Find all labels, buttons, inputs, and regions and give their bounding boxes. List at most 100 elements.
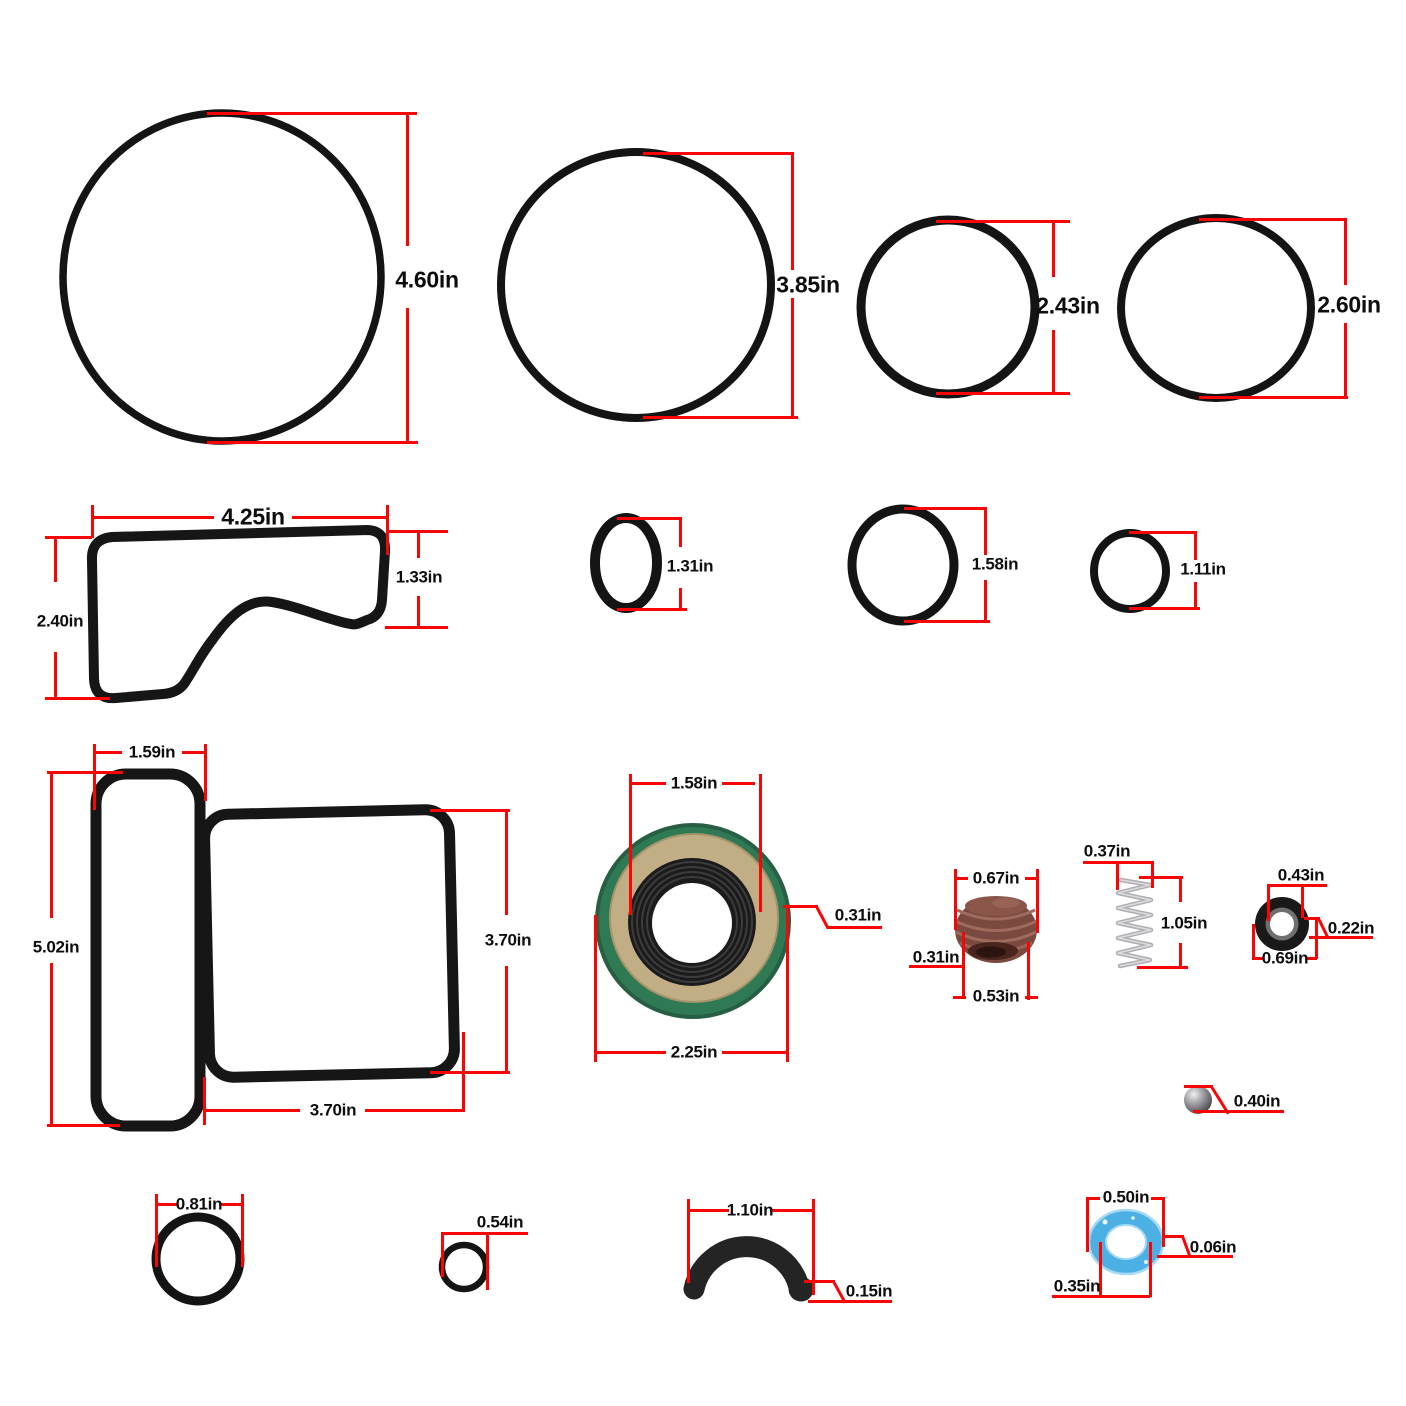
- dim-line: [1252, 924, 1255, 959]
- dim-line: [679, 517, 682, 547]
- dim-line: [417, 596, 420, 627]
- dim-line: [1301, 884, 1304, 918]
- dim-label-cover-gasket-right-height: 1.33in: [395, 567, 443, 587]
- dim-line: [617, 517, 682, 520]
- dim-line: [1267, 884, 1270, 921]
- dim-line: [909, 965, 963, 968]
- dim-line: [1184, 1085, 1213, 1088]
- dim-line: [54, 536, 57, 582]
- dim-label-washer-outer: 0.50in: [1102, 1187, 1150, 1207]
- dim-line: [786, 907, 789, 1062]
- dim-label-pan-gasket-right-height: 3.70in: [484, 930, 532, 950]
- dim-label-washer-thickness: 0.06in: [1189, 1237, 1237, 1257]
- oring-1-58-shape: [847, 504, 959, 626]
- dim-label-crescent-thickness: 0.15in: [845, 1281, 893, 1301]
- oring-3-85-shape: [497, 148, 775, 422]
- dim-line: [936, 392, 1070, 395]
- dim-line: [791, 298, 794, 418]
- dim-line: [1151, 1197, 1165, 1200]
- dim-line: [984, 507, 987, 555]
- dim-label-oring-4-60: 4.60in: [395, 266, 459, 293]
- dim-line: [632, 782, 666, 785]
- dim-line: [93, 744, 96, 810]
- dim-label-spring-length: 1.05in: [1160, 913, 1208, 933]
- dim-line: [1267, 884, 1327, 887]
- dim-line: [953, 996, 966, 999]
- dim-line: [1179, 943, 1182, 968]
- dim-line: [783, 905, 818, 908]
- dim-line: [1052, 330, 1055, 394]
- dim-line: [1199, 218, 1347, 221]
- dim-label-cover-gasket-left-height: 2.40in: [36, 611, 84, 631]
- dim-line: [406, 308, 409, 443]
- dim-line: [629, 774, 632, 915]
- dim-label-oring-2-43: 2.43in: [1036, 292, 1100, 319]
- dim-line: [45, 697, 110, 700]
- dim-line: [984, 580, 987, 623]
- dim-line: [1179, 876, 1182, 902]
- dim-line: [207, 112, 417, 115]
- dim-line: [155, 1194, 158, 1267]
- dim-line: [45, 536, 92, 539]
- dim-label-oring-3-85: 3.85in: [776, 271, 840, 298]
- dim-line: [417, 530, 420, 558]
- dim-line: [406, 112, 409, 246]
- dim-label-oring-1-31: 1.31in: [666, 556, 714, 576]
- pan-gasket-shape: [90, 768, 460, 1132]
- dim-line: [54, 652, 57, 699]
- dim-label-oring-1-11: 1.11in: [1180, 559, 1226, 579]
- oring-0-81-shape: [151, 1212, 245, 1306]
- dim-label-small-seal-outer: 0.69in: [1261, 948, 1309, 968]
- dim-line: [365, 1109, 463, 1112]
- dim-label-plug-height: 0.31in: [912, 947, 960, 967]
- dim-label-washer-inner: 0.35in: [1053, 1276, 1101, 1296]
- dim-label-plug-bottom: 0.53in: [972, 986, 1020, 1006]
- dim-line: [1086, 1197, 1100, 1200]
- dim-label-cover-gasket-width: 4.25in: [221, 503, 285, 530]
- dim-line: [1036, 869, 1039, 933]
- dim-line: [1052, 1295, 1150, 1298]
- dim-line: [1199, 396, 1348, 399]
- dim-line: [1306, 957, 1317, 960]
- dim-line: [1194, 531, 1197, 560]
- dim-line: [221, 1203, 242, 1206]
- dim-line: [759, 774, 762, 912]
- dim-line: [1025, 996, 1038, 999]
- dim-label-check-ball: 0.40in: [1233, 1091, 1281, 1111]
- dim-line: [50, 963, 53, 1126]
- dim-label-pan-gasket-bottom-width: 3.70in: [309, 1100, 357, 1120]
- dim-label-small-seal-thickness: 0.22in: [1327, 918, 1375, 938]
- dim-line: [430, 1071, 510, 1074]
- dim-label-plug-top: 0.67in: [972, 868, 1020, 888]
- dim-line: [643, 416, 798, 419]
- dim-line: [1315, 918, 1318, 959]
- dim-line: [1116, 861, 1119, 890]
- dim-line: [954, 869, 957, 930]
- crescent-seal-shape: [683, 1236, 814, 1302]
- dim-line: [1304, 917, 1320, 920]
- dim-line: [962, 932, 965, 998]
- dim-line: [155, 1203, 177, 1206]
- dim-line: [93, 751, 122, 754]
- dim-line: [687, 1199, 690, 1283]
- dim-line: [722, 782, 755, 785]
- dim-line: [1151, 861, 1154, 888]
- dim-line: [804, 1280, 835, 1283]
- dim-line: [203, 1077, 206, 1125]
- dim-line: [594, 1051, 666, 1054]
- dim-line: [1129, 607, 1200, 610]
- dim-line: [1309, 936, 1373, 939]
- dim-line: [1162, 1197, 1165, 1247]
- dim-line: [770, 1209, 813, 1212]
- oring-2-60-shape: [1117, 214, 1315, 402]
- dim-line: [954, 877, 968, 880]
- dim-line: [207, 441, 418, 444]
- dim-label-oring-1-58: 1.58in: [971, 554, 1019, 574]
- threaded-plug-shape: [954, 896, 1038, 963]
- dim-line: [643, 152, 793, 155]
- oil-seal-shape: [595, 823, 791, 1019]
- oring-0-54-shape: [438, 1241, 490, 1293]
- dim-label-spring-diameter: 0.37in: [1083, 841, 1131, 861]
- cover-gasket-shape: [86, 525, 391, 704]
